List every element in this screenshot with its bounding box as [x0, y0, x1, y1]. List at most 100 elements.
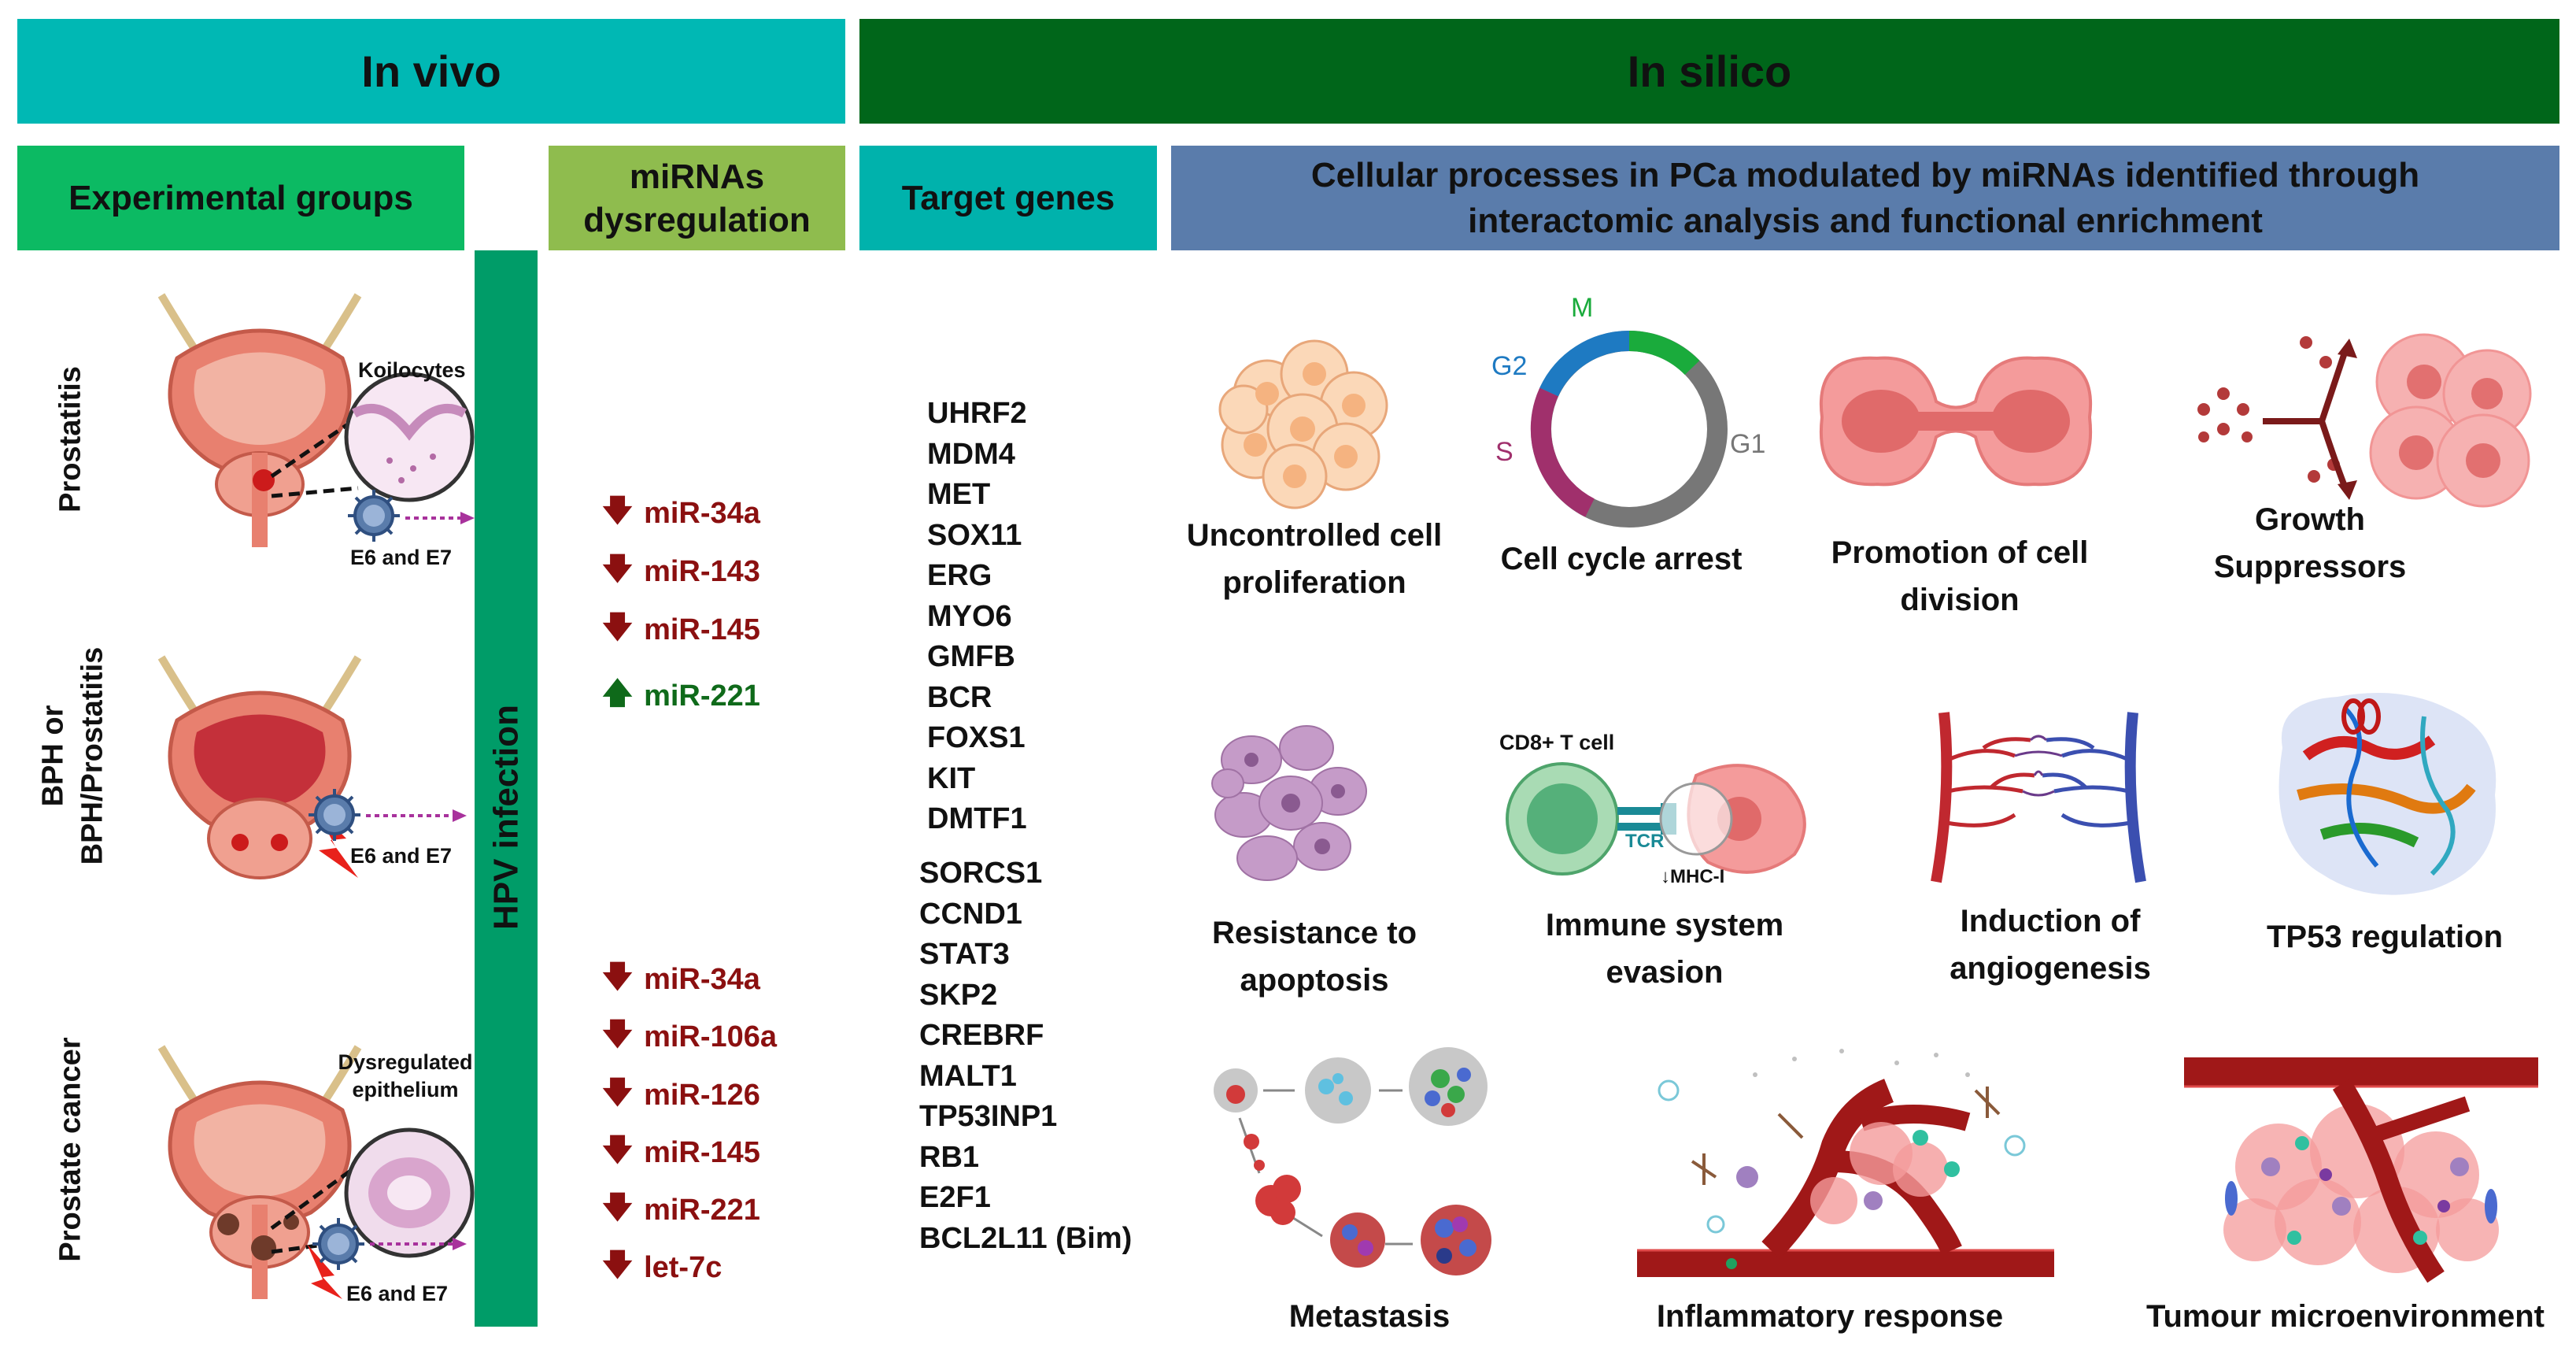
process-metastasis: Metastasis — [1288, 1299, 1451, 1334]
target-genes-header: Target genes — [859, 146, 1157, 250]
target-genes-title: Target genes — [901, 178, 1115, 217]
arrow-down-icon: 🡇 — [602, 494, 634, 528]
gene-item: SORCS1 — [919, 857, 1043, 890]
hpv-infection-label: HPV infection — [486, 704, 526, 931]
group-label-bph-line2: BPH/Prostatitis — [76, 646, 109, 865]
apoptosis-icon — [1211, 725, 1367, 881]
process-induction-of-angiogenesis: Induction of angiogenesis — [1950, 904, 2151, 986]
target-genes-list-1: UHRF2 MDM4 MET SOX11 ERG MYO6 GMFB BCR F… — [927, 394, 1027, 840]
arrow-down-icon: 🡇 — [602, 1191, 634, 1224]
group-label-prostatitis: Prostatitis — [54, 366, 87, 513]
phase-label-s: S — [1495, 437, 1513, 467]
virus-icon — [309, 789, 360, 841]
in-vivo-title: In vivo — [361, 46, 501, 96]
gene-item: RB1 — [919, 1140, 980, 1174]
prostate-illustration-cancer — [157, 1045, 475, 1299]
callout-dysregulated-text: Dysregulated epithelium — [338, 1050, 473, 1102]
virus-label-group3: E6 and E7 — [346, 1282, 449, 1305]
prostate-illustration-bph — [157, 655, 362, 879]
experimental-groups-title: Experimental groups — [68, 178, 413, 217]
gene-item: FOXS1 — [927, 721, 1026, 754]
in-silico-header: In silico — [859, 19, 2559, 124]
cellular-processes-title: Cellular processes in PCa modulated by m… — [1310, 156, 2420, 240]
gene-item: SKP2 — [919, 978, 998, 1012]
mirna-item: 🡇miR-145 — [602, 1127, 760, 1179]
virus-label-group1: E6 and E7 — [350, 546, 453, 569]
mirna-item: 🡅miR-221 — [602, 671, 760, 722]
mirna-item: 🡇miR-126 — [602, 1070, 760, 1121]
metastasis-icon — [1214, 1047, 1491, 1275]
in-vivo-header: In vivo — [17, 19, 845, 124]
cell-cluster-icon — [1218, 339, 1388, 509]
phase-label-g2: G2 — [1491, 351, 1528, 381]
gene-item: MALT1 — [919, 1059, 1017, 1093]
callout-dysregulated-epithelium: Dysregulated epithelium — [331, 1049, 480, 1104]
arrow-down-icon: 🡇 — [602, 1076, 634, 1109]
gene-item: SOX11 — [927, 518, 1022, 552]
gene-item: CCND1 — [919, 897, 1022, 931]
arrow-down-icon: 🡇 — [602, 1134, 634, 1167]
virus-icon — [348, 490, 400, 542]
gene-item: BCR — [927, 680, 992, 714]
experimental-groups-header: Experimental groups — [17, 146, 464, 250]
growth-suppressors-icon — [2197, 333, 2532, 508]
cellular-processes-header: Cellular processes in PCa modulated by m… — [1171, 146, 2559, 250]
process-growth-suppressors: Growth Suppressors — [2213, 502, 2407, 584]
process-resistance-to-apoptosis: Resistance to apoptosis — [1211, 916, 1417, 998]
arrow-down-icon: 🡇 — [602, 1249, 634, 1282]
arrow-down-icon: 🡇 — [602, 1018, 634, 1051]
gene-item: STAT3 — [919, 938, 1010, 971]
mirna-item: 🡇miR-106a — [602, 1012, 777, 1063]
arrow-down-icon: ↓ — [1661, 866, 1670, 887]
immune-mhc-label: ↓MHC-I — [1661, 866, 1725, 887]
process-tp53-regulation: TP53 regulation — [2266, 920, 2504, 954]
phase-label-g1: G1 — [1730, 429, 1766, 459]
prostate-illustration-prostatitis — [157, 293, 475, 547]
phase-label-m: M — [1571, 293, 1594, 323]
gene-item: CREBRF — [919, 1019, 1044, 1052]
arrow-icon — [366, 809, 467, 822]
in-silico-title: In silico — [1627, 46, 1792, 96]
inflammatory-response-icon — [1637, 1049, 2054, 1277]
arrow-icon — [370, 1238, 467, 1250]
arrow-down-icon: 🡇 — [602, 553, 634, 586]
angiogenesis-icon — [1931, 712, 2146, 883]
mirna-item: 🡇miR-143 — [602, 546, 760, 598]
gene-item: BCL2L11 (Bim) — [919, 1221, 1133, 1255]
mirna-item: 🡇let-7c — [602, 1242, 722, 1294]
gene-item: ERG — [927, 559, 992, 592]
gene-item: GMFB — [927, 640, 1015, 673]
mirna-item: 🡇miR-34a — [602, 954, 760, 1005]
group-label-prostate-cancer: Prostate cancer — [54, 1037, 87, 1262]
arrow-icon — [405, 512, 475, 524]
process-immune-evasion: Immune system evasion — [1545, 908, 1784, 990]
gene-item: UHRF2 — [927, 397, 1027, 430]
gene-item: MET — [927, 478, 991, 511]
hpv-infection-bar: HPV infection — [475, 250, 538, 1327]
gene-item: MDM4 — [927, 437, 1015, 471]
gene-item: DMTF1 — [927, 802, 1027, 835]
immune-cd8-label: CD8+ T cell — [1499, 731, 1615, 754]
arrow-up-icon: 🡅 — [602, 677, 634, 710]
process-tumour-microenvironment: Tumour microenvironment — [2146, 1299, 2545, 1334]
process-inflammatory-response: Inflammatory response — [1656, 1299, 2004, 1334]
arrow-down-icon: 🡇 — [602, 961, 634, 994]
gene-item: KIT — [927, 761, 976, 795]
mirna-dysregulation-header: miRNAs dysregulation — [549, 146, 845, 250]
cell-division-icon — [1819, 356, 2093, 487]
callout-koilocytes: Koilocytes — [358, 358, 466, 382]
virus-icon — [312, 1218, 364, 1270]
tp53-protein-icon — [2278, 693, 2497, 895]
arrow-down-icon: 🡇 — [602, 611, 634, 644]
group-label-bph-line1: BPH or — [36, 705, 70, 807]
virus-label-group2: E6 and E7 — [350, 844, 453, 868]
target-genes-list-2: SORCS1 CCND1 STAT3 SKP2 CREBRF MALT1 TP5… — [919, 853, 1132, 1259]
immune-evasion-icon — [1506, 762, 1806, 876]
cell-cycle-ring-icon — [1530, 330, 1728, 528]
mirna-item: 🡇miR-145 — [602, 605, 760, 656]
tumour-microenvironment-icon — [2184, 1057, 2538, 1283]
immune-tcr-label: TCR — [1625, 831, 1665, 852]
process-uncontrolled-proliferation: Uncontrolled cell proliferation — [1186, 518, 1443, 600]
gene-item: MYO6 — [927, 599, 1012, 633]
process-cell-division: Promotion of cell division — [1831, 535, 2089, 617]
